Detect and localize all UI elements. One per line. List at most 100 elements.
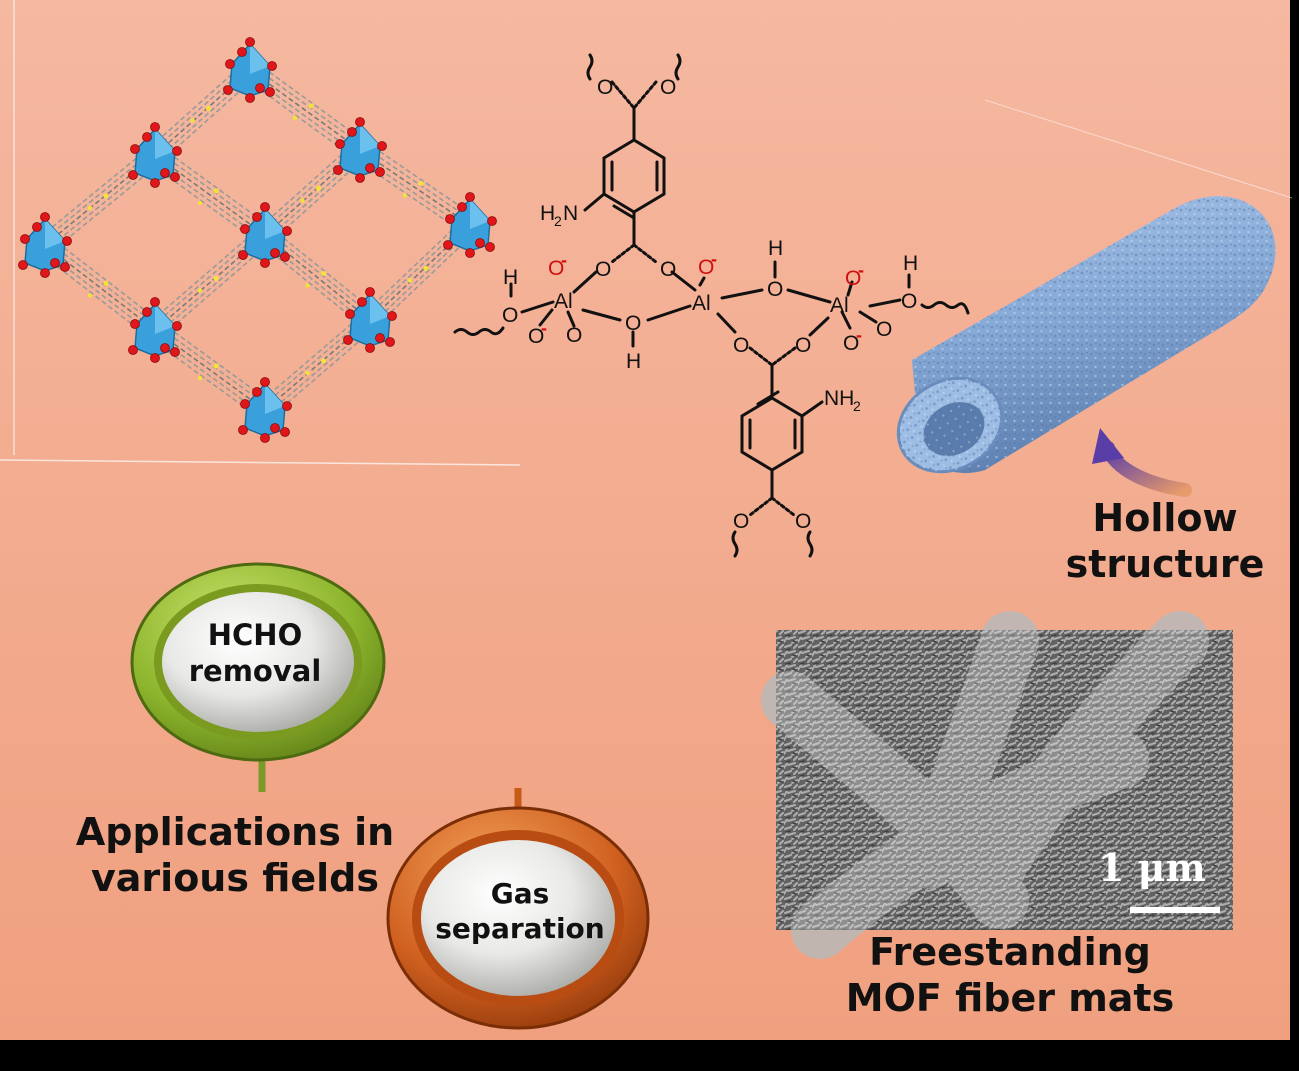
oxygen-atom (282, 226, 292, 236)
oxygen-atom (365, 163, 375, 173)
atom-label: H (768, 237, 783, 260)
amine-atom (87, 293, 93, 298)
oxygen-atom (160, 168, 170, 178)
oxygen-atom (387, 311, 397, 321)
oxygen-atom (150, 178, 160, 188)
atom-label: O (660, 76, 676, 99)
amine-atom (418, 181, 424, 186)
oxygen-atom (445, 214, 455, 224)
atom-label: H (626, 350, 641, 373)
bond (520, 300, 555, 314)
perspective-line (984, 99, 1293, 199)
oxygen-atom (240, 399, 250, 409)
oxygen-atom (457, 202, 467, 212)
oxygen-atom (385, 337, 395, 347)
freestanding-label: Freestanding MOF fiber mats (790, 930, 1230, 1021)
oxygen-atom (130, 319, 140, 329)
linker-rod (264, 228, 371, 315)
amine-atom (300, 198, 305, 203)
atom-label: O (733, 334, 749, 357)
bond (770, 496, 796, 517)
oxygen-atom (142, 307, 152, 317)
linker-rod (264, 137, 361, 224)
bond (868, 298, 902, 308)
octahedron-facet (370, 294, 390, 324)
oxygen-atom (245, 93, 255, 103)
atom-label: 2 (554, 213, 562, 229)
oxygen-atom (375, 333, 385, 343)
linker-rod (154, 317, 266, 399)
oxygen-atom (240, 224, 250, 234)
amine-atom (190, 118, 195, 123)
octahedron-facet (45, 219, 65, 249)
linker-rod (359, 155, 471, 232)
bond (646, 304, 692, 322)
amine-atom (87, 205, 93, 211)
amine-atom (305, 283, 310, 288)
amine-atom (197, 200, 203, 206)
oxygen-atom (377, 141, 387, 151)
bond (572, 270, 598, 294)
amine-atom (423, 266, 429, 271)
linker-rod (44, 238, 156, 325)
freestanding-label-line1: Freestanding (869, 930, 1151, 974)
octahedron-facet (470, 199, 490, 229)
applications-label-line2: various fields (91, 855, 379, 900)
hcho-text-line1: HCHO (207, 618, 303, 652)
oxygen-atom (238, 425, 248, 435)
hcho-oval-core (162, 592, 354, 732)
oxygen-atom (335, 139, 345, 149)
amine-atom (316, 186, 321, 191)
bond (770, 346, 797, 367)
chemical-structure (453, 53, 970, 558)
atom-label: O (625, 312, 641, 335)
oxygen-atom (270, 248, 280, 258)
amine-atom (103, 281, 109, 286)
atom-label: NH (824, 387, 854, 410)
oxygen-atom (465, 192, 475, 202)
gas-text-line2: separation (435, 912, 605, 945)
bond (840, 310, 852, 330)
atom-label: O (595, 258, 611, 281)
oxygen-atom (280, 427, 290, 437)
linker-rod (154, 329, 266, 411)
amine-atom (197, 375, 203, 381)
atom-label: O (566, 324, 582, 347)
oxygen-atom (355, 173, 365, 183)
oxygen-atom (237, 47, 247, 57)
atom-label: - (541, 318, 547, 338)
oxygen-atom (225, 59, 235, 69)
ring-double-bond (756, 390, 780, 406)
oxygen-atom (252, 387, 262, 397)
oxygen-atom (267, 61, 277, 71)
applications-label: Applications in various fields (30, 810, 440, 901)
oxygen-atom (62, 236, 72, 246)
linker-rod (44, 232, 156, 319)
sem-fiber-texture (776, 630, 1233, 930)
atom-label: - (561, 250, 567, 270)
oxygen-atom (487, 216, 497, 226)
atom-label: O (795, 510, 811, 533)
gas-text-line1: Gas (490, 877, 550, 910)
hollow-arrow-head (1092, 428, 1124, 464)
atom-label: - (711, 249, 717, 269)
oxygen-atom (260, 202, 270, 212)
oxygen-atom (150, 122, 160, 132)
linker-rod (44, 244, 156, 331)
linker-rod (249, 63, 361, 145)
linker-rod (359, 137, 471, 214)
oxygen-atom (40, 268, 50, 278)
bond (632, 243, 658, 264)
hcho-removal-text: HCHO removal (180, 617, 330, 690)
bond (716, 312, 737, 334)
scale-bar-label: 1 μm (1098, 845, 1206, 890)
atom-label: H (903, 252, 918, 275)
frame-right-bar (1290, 0, 1299, 1071)
bond (786, 288, 832, 304)
atom-label: H (540, 202, 555, 225)
bottom-wavy-bond-left (731, 530, 739, 558)
hollow-fiber-tube (896, 99, 1293, 497)
oxygen-atom (345, 309, 355, 319)
